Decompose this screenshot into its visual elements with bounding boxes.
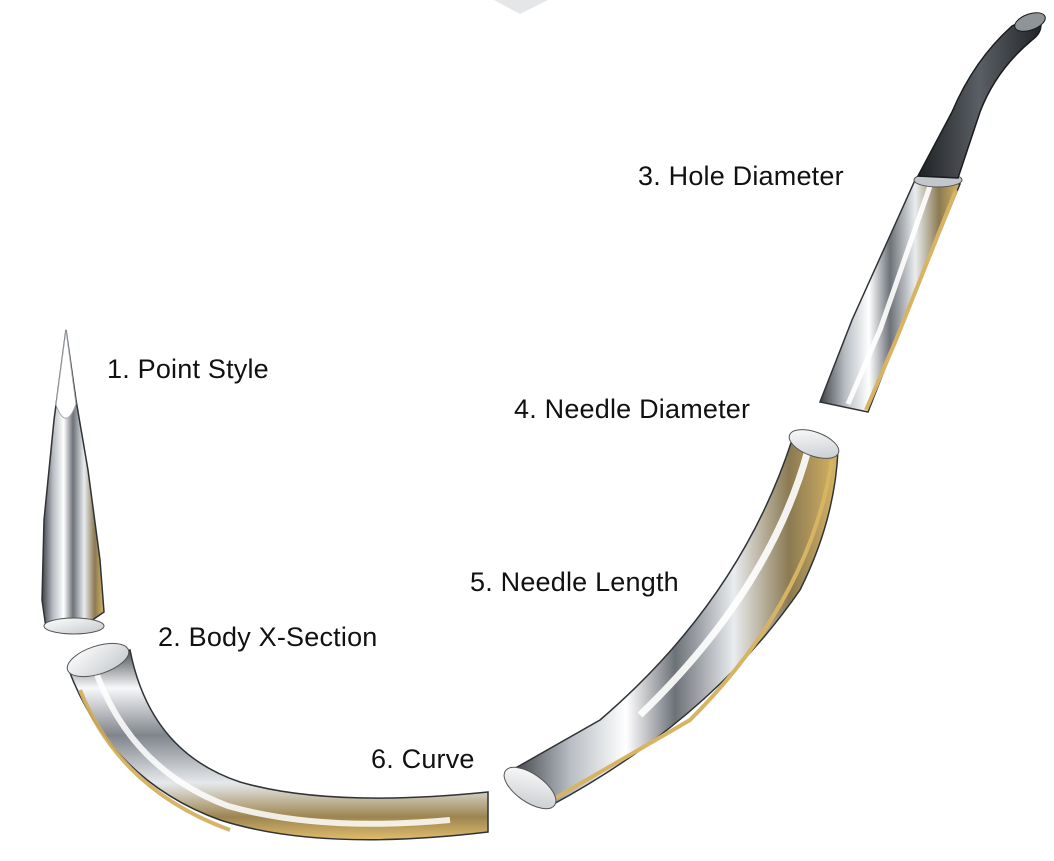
label-needle-diameter: 4. Needle Diameter [514,396,750,423]
label-curve: 6. Curve [371,746,475,773]
label-hole-diameter: 3. Hole Diameter [638,163,844,190]
middle-segment [497,424,842,817]
point-segment [42,330,104,634]
barrel-segment [820,173,962,412]
label-needle-length: 5. Needle Length [470,569,679,596]
label-point-style: 1. Point Style [107,356,269,383]
swage-end [918,9,1048,178]
label-body-x-section: 2. Body X-Section [158,624,378,651]
body-curve-segment [63,637,488,840]
top-edge-mark [494,0,548,14]
